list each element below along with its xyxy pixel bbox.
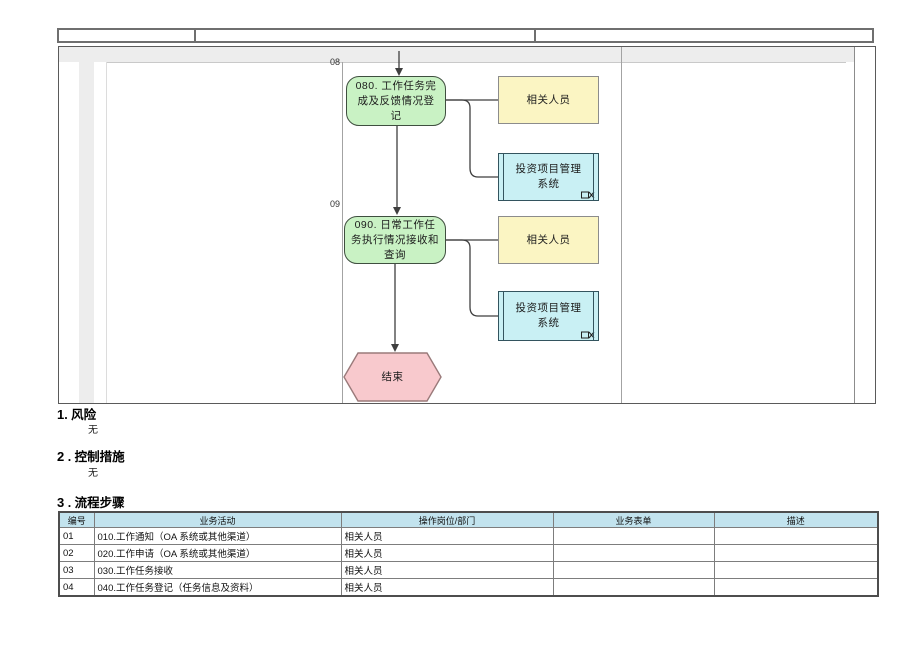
process-node-080: 080. 工作任务完成及反馈情况登记 bbox=[346, 76, 446, 126]
table-header-row: 编号 业务活动 操作岗位/部门 业务表单 描述 bbox=[58, 511, 879, 528]
flowchart-inner-left-border bbox=[106, 62, 107, 403]
section-controls-number: 2 bbox=[57, 449, 65, 464]
col-header-number: 编号 bbox=[58, 511, 95, 528]
cell-activity: 030.工作任务接收 bbox=[93, 561, 342, 579]
section-risk-heading: 1. 风险 bbox=[57, 404, 96, 423]
table-row: 03 030.工作任务接收 相关人员 bbox=[58, 561, 879, 579]
swimlane-divider-2 bbox=[621, 47, 622, 403]
table-row: 04 040.工作任务登记（任务信息及资料） 相关人员 bbox=[58, 578, 879, 597]
process-steps-table: 编号 业务活动 操作岗位/部门 业务表单 描述 01 010.工作通知（OA 系… bbox=[58, 511, 879, 597]
cell-role: 相关人员 bbox=[340, 578, 554, 597]
section-steps-heading: 3 . 流程步骤 bbox=[57, 492, 125, 511]
step-number-09: 09 bbox=[329, 199, 340, 209]
cell-role: 相关人员 bbox=[340, 544, 554, 562]
cell-number: 04 bbox=[58, 578, 95, 597]
flowchart-top-band bbox=[59, 47, 854, 62]
cell-role: 相关人员 bbox=[340, 527, 554, 545]
swimlane-divider-3 bbox=[854, 47, 855, 403]
document-header-strip bbox=[57, 28, 874, 43]
flowchart-connectors bbox=[343, 51, 498, 402]
cell-number: 03 bbox=[58, 561, 95, 579]
cell-description bbox=[713, 578, 879, 597]
arrowhead-step08 bbox=[395, 68, 403, 76]
col-header-activity: 业务活动 bbox=[93, 511, 342, 528]
system-node-090: 投资项目管理系统 bbox=[498, 291, 599, 341]
connector-step08-system bbox=[446, 99, 498, 178]
cell-form bbox=[552, 527, 715, 545]
step-number-08: 08 bbox=[329, 57, 340, 67]
flowchart-inner-top-border bbox=[106, 62, 846, 63]
cell-number: 01 bbox=[58, 527, 95, 545]
role-node-080: 相关人员 bbox=[498, 76, 599, 124]
system-node-080-label: 投资项目管理系统 bbox=[515, 163, 582, 190]
cell-description bbox=[713, 544, 879, 562]
table-row: 02 020.工作申请（OA 系统或其他渠道） 相关人员 bbox=[58, 544, 879, 562]
cell-form bbox=[552, 578, 715, 597]
process-flowchart: 08 09 080. 工作任务完成及反馈情况登记 相关人员 投资项目管理系统 0… bbox=[58, 46, 876, 404]
system-display-icon bbox=[581, 191, 595, 199]
arrowhead-step09 bbox=[393, 207, 401, 215]
header-strip-cell-3 bbox=[534, 30, 872, 41]
role-node-090: 相关人员 bbox=[498, 216, 599, 264]
cell-form bbox=[552, 544, 715, 562]
cell-activity: 020.工作申请（OA 系统或其他渠道） bbox=[93, 544, 342, 562]
cell-number: 02 bbox=[58, 544, 95, 562]
header-strip-cell-1 bbox=[59, 30, 194, 41]
section-controls-title: . 控制措施 bbox=[64, 450, 125, 464]
connector-step09-system bbox=[446, 239, 498, 317]
swimlane-divider-1 bbox=[342, 62, 343, 403]
cell-activity: 040.工作任务登记（任务信息及资料） bbox=[93, 578, 342, 597]
end-terminator-shape bbox=[343, 352, 442, 402]
table-row: 01 010.工作通知（OA 系统或其他渠道） 相关人员 bbox=[58, 527, 879, 545]
section-steps-number: 3 bbox=[57, 495, 65, 510]
cell-form bbox=[552, 561, 715, 579]
end-terminator-label: 结束 bbox=[381, 370, 404, 383]
section-risk-title: . 风险 bbox=[64, 408, 97, 422]
section-controls-heading: 2 . 控制措施 bbox=[57, 446, 125, 465]
header-strip-cell-2 bbox=[194, 30, 534, 41]
cell-description bbox=[713, 527, 879, 545]
arrowhead-end bbox=[391, 344, 399, 352]
col-header-description: 描述 bbox=[713, 511, 879, 528]
system-display-icon bbox=[581, 331, 595, 339]
system-node-090-label: 投资项目管理系统 bbox=[515, 302, 582, 329]
system-node-080: 投资项目管理系统 bbox=[498, 153, 599, 201]
cell-activity: 010.工作通知（OA 系统或其他渠道） bbox=[93, 527, 342, 545]
flowchart-left-margin-band bbox=[79, 47, 94, 403]
process-node-090: 090. 日常工作任务执行情况接收和查询 bbox=[344, 216, 446, 264]
cell-role: 相关人员 bbox=[340, 561, 554, 579]
section-risk-content: 无 bbox=[88, 425, 98, 436]
col-header-form: 业务表单 bbox=[552, 511, 715, 528]
section-controls-content: 无 bbox=[88, 468, 98, 479]
section-steps-title: . 流程步骤 bbox=[64, 496, 125, 510]
cell-description bbox=[713, 561, 879, 579]
col-header-role: 操作岗位/部门 bbox=[340, 511, 554, 528]
section-risk-number: 1 bbox=[57, 407, 65, 422]
